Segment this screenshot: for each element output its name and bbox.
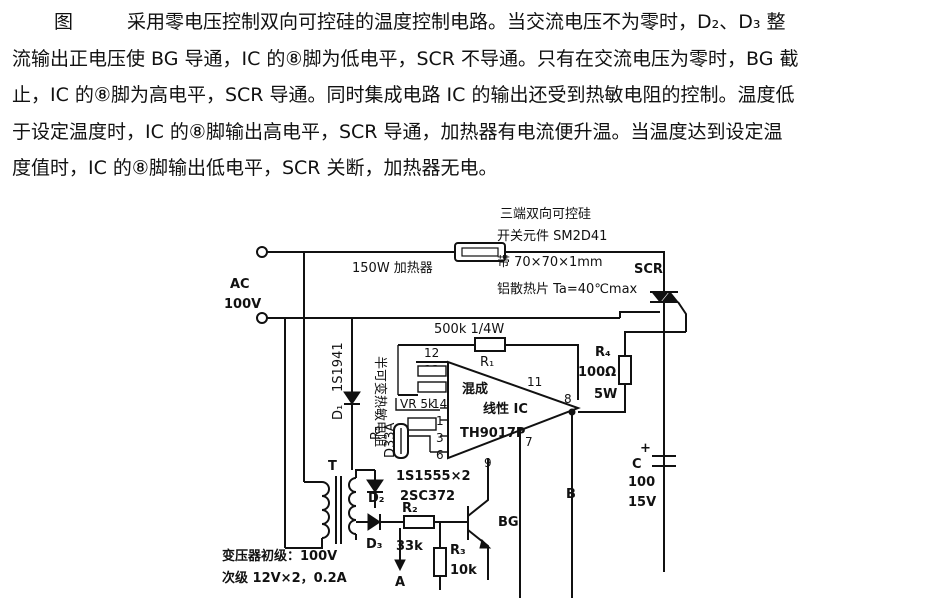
pin-6: 6 xyxy=(436,448,444,462)
caption-line-2: 流输出正电压使 BG 导通，IC 的⑧脚为低电平，SCR 不导通。只有在交流电压… xyxy=(12,47,799,70)
triac-heatsink-1: 带 70×70×1mm xyxy=(497,255,603,270)
cap-plus: + xyxy=(640,441,651,456)
ac-terminal-top xyxy=(256,246,268,258)
bg-ref: BG xyxy=(498,515,519,530)
cap-ref: C xyxy=(632,457,642,472)
bg-transistor xyxy=(467,458,492,580)
triac-heatsink-2: 铝散热片 Ta=40℃max xyxy=(497,282,638,297)
pin-11: 11 xyxy=(527,375,542,389)
d3-ref: D₃ xyxy=(366,537,383,552)
transformer-note-2: 次级 12V×2，0.2A xyxy=(222,570,347,586)
r4-value: 100Ω xyxy=(578,365,616,380)
d1-part: 1S1941 xyxy=(331,342,346,392)
transformer-note-1: 变压器初级：100V xyxy=(222,548,337,564)
d1-diode xyxy=(343,318,361,470)
transformer-ref: T xyxy=(328,459,337,474)
ic-triangle xyxy=(447,360,581,460)
capacitor xyxy=(652,455,676,467)
thermistor-block xyxy=(393,417,437,459)
r5-label: R₅ xyxy=(369,426,384,440)
caption-line-4: 于设定温度时，IC 的⑧脚输出高电平，SCR 导通，加热器有电流便升温。当温度达… xyxy=(12,120,783,143)
triac-ref: SCR xyxy=(634,262,663,277)
vr-label: VR 5k xyxy=(400,397,435,411)
figure-label: 图 xyxy=(54,11,74,33)
r1-ref: R₁ xyxy=(480,355,494,370)
pin-7: 7 xyxy=(525,435,533,449)
r5-part: D33A xyxy=(383,422,398,458)
r3-ref: R₃ xyxy=(450,543,466,558)
heater xyxy=(454,242,506,262)
ic-label-1: 混成 xyxy=(462,381,488,397)
figure-caption: 图 采用零电压控制双向可控硅的温度控制电路。当交流电压不为零时，D₂、D₃ 整 流… xyxy=(12,4,918,187)
d3-diode xyxy=(356,513,404,531)
vr-lead xyxy=(395,398,440,411)
r3-resistor xyxy=(433,522,447,590)
ac-terminal-bottom xyxy=(256,312,268,324)
r4-resistor xyxy=(578,331,686,413)
ic-label-2: 线性 IC xyxy=(483,401,528,417)
cap-voltage: 15V xyxy=(628,495,656,510)
cap-value: 100 xyxy=(628,475,655,490)
triac-title-2: 开关元件 SM2D41 xyxy=(497,229,607,244)
node-a-label: A xyxy=(395,575,405,590)
ac-voltage: 100V xyxy=(224,297,261,312)
heater-label: 150W 加热器 xyxy=(352,261,433,276)
triac-symbol xyxy=(650,291,687,332)
pin-8: 8 xyxy=(564,392,572,406)
transformer xyxy=(285,469,375,549)
r4-ref: R₄ xyxy=(595,345,611,360)
triac-title-1: 三端双向可控硅 xyxy=(500,206,591,222)
d2-ref: D₂ xyxy=(368,491,385,506)
r1-value: 500k 1/4W xyxy=(434,322,504,337)
mains-wiring xyxy=(262,251,665,572)
r2-ref: R₂ xyxy=(402,501,418,516)
r1-resistor xyxy=(398,337,579,400)
r2-value: 33k xyxy=(396,539,423,554)
diodes-part: 1S1555×2 xyxy=(396,469,471,484)
bg-part: 2SC372 xyxy=(400,489,455,504)
caption-line-1-text: 采用零电压控制双向可控硅的温度控制电路。当交流电压不为零时，D₂、D₃ 整 xyxy=(127,11,786,33)
pin8-junction xyxy=(568,408,576,416)
d1-ref: D₁ xyxy=(331,405,346,420)
r2-resistor xyxy=(403,515,468,529)
node-b-label: B xyxy=(566,487,576,502)
caption-line-3: 止，IC 的⑧脚为高电平，SCR 导通。同时集成电路 IC 的输出还受到热敏电阻… xyxy=(12,84,795,106)
pin-1: 1 xyxy=(436,414,444,428)
d2-diode xyxy=(366,470,384,508)
pin-3: 3 xyxy=(436,431,444,445)
thermistor-label: 半可变热敏电阻 xyxy=(372,356,388,447)
r4-power: 5W xyxy=(594,387,617,402)
r3-value: 10k xyxy=(450,563,477,578)
ic-part: TH9017P xyxy=(460,426,525,441)
ac-label: AC xyxy=(230,277,250,292)
ic-left-leads xyxy=(397,345,448,453)
node-a-arrow xyxy=(394,559,406,572)
caption-line-5: 度值时，IC 的⑧脚输出低电平，SCR 关断，加热器无电。 xyxy=(12,157,498,179)
pin-12: 12 xyxy=(424,346,439,360)
caption-line-1: 图 采用零电压控制双向可控硅的温度控制电路。当交流电压不为零时，D₂、D₃ 整 xyxy=(12,4,918,41)
